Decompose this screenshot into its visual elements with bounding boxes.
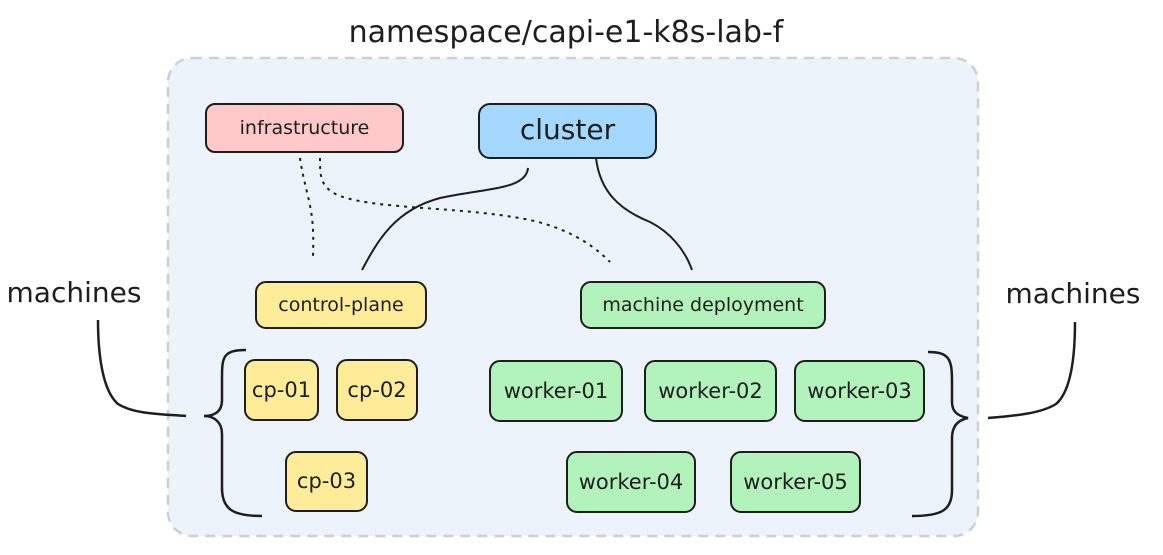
infrastructure-label: infrastructure: [240, 117, 370, 139]
worker-01-box: [489, 360, 623, 422]
infrastructure-box: [205, 103, 404, 153]
cluster-box: [478, 103, 657, 159]
connectors: [299, 157, 693, 271]
cp-01-box: [244, 359, 319, 421]
worker-02-box: [644, 360, 777, 422]
worker-04-node: worker-04: [566, 451, 696, 513]
connector-infrastructure-machine-deployment: [319, 157, 611, 263]
cluster-node: cluster: [478, 103, 657, 159]
machine-deployment-box: [580, 281, 826, 329]
left-curly-brace: [203, 348, 263, 518]
cp-03-node: cp-03: [285, 451, 368, 512]
worker-03-node: worker-03: [794, 360, 925, 422]
cluster-label: cluster: [520, 113, 616, 146]
machine-deployment-node: machine deployment: [580, 281, 826, 329]
right-machines-connector: [987, 321, 1077, 420]
infrastructure-node: infrastructure: [205, 103, 404, 153]
worker-01-label: worker-01: [504, 379, 609, 403]
connector-cluster-control-plane: [361, 167, 529, 271]
cp-01-label: cp-01: [252, 378, 311, 402]
worker-03-label: worker-03: [807, 379, 912, 403]
worker-02-node: worker-02: [644, 360, 777, 422]
worker-05-node: worker-05: [730, 451, 861, 513]
right-curly-brace: [911, 350, 969, 518]
left-machines-connector: [96, 319, 187, 418]
cp-02-box: [336, 359, 418, 421]
cp-02-label: cp-02: [347, 378, 406, 402]
namespace-title: namespace/capi-e1-k8s-lab-f: [349, 15, 785, 50]
connector-cluster-machine-deployment: [595, 157, 693, 271]
connector-infrastructure-control-plane: [299, 157, 315, 261]
worker-05-box: [730, 451, 861, 513]
cp-01-node: cp-01: [244, 359, 319, 421]
worker-05-label: worker-05: [743, 470, 848, 494]
cp-02-node: cp-02: [336, 359, 418, 421]
left-machines-label: machines: [7, 276, 142, 309]
control-plane-node: control-plane: [255, 281, 427, 329]
right-machines-label: machines: [1006, 277, 1141, 310]
worker-02-label: worker-02: [658, 379, 763, 403]
control-plane-box: [255, 281, 427, 329]
worker-01-node: worker-01: [489, 360, 623, 422]
machine-deployment-label: machine deployment: [602, 294, 803, 316]
cp-03-label: cp-03: [297, 469, 356, 493]
worker-03-box: [794, 360, 925, 422]
worker-04-label: worker-04: [579, 470, 684, 494]
control-plane-label: control-plane: [278, 294, 403, 316]
cp-03-box: [285, 451, 368, 512]
worker-04-box: [566, 451, 696, 513]
